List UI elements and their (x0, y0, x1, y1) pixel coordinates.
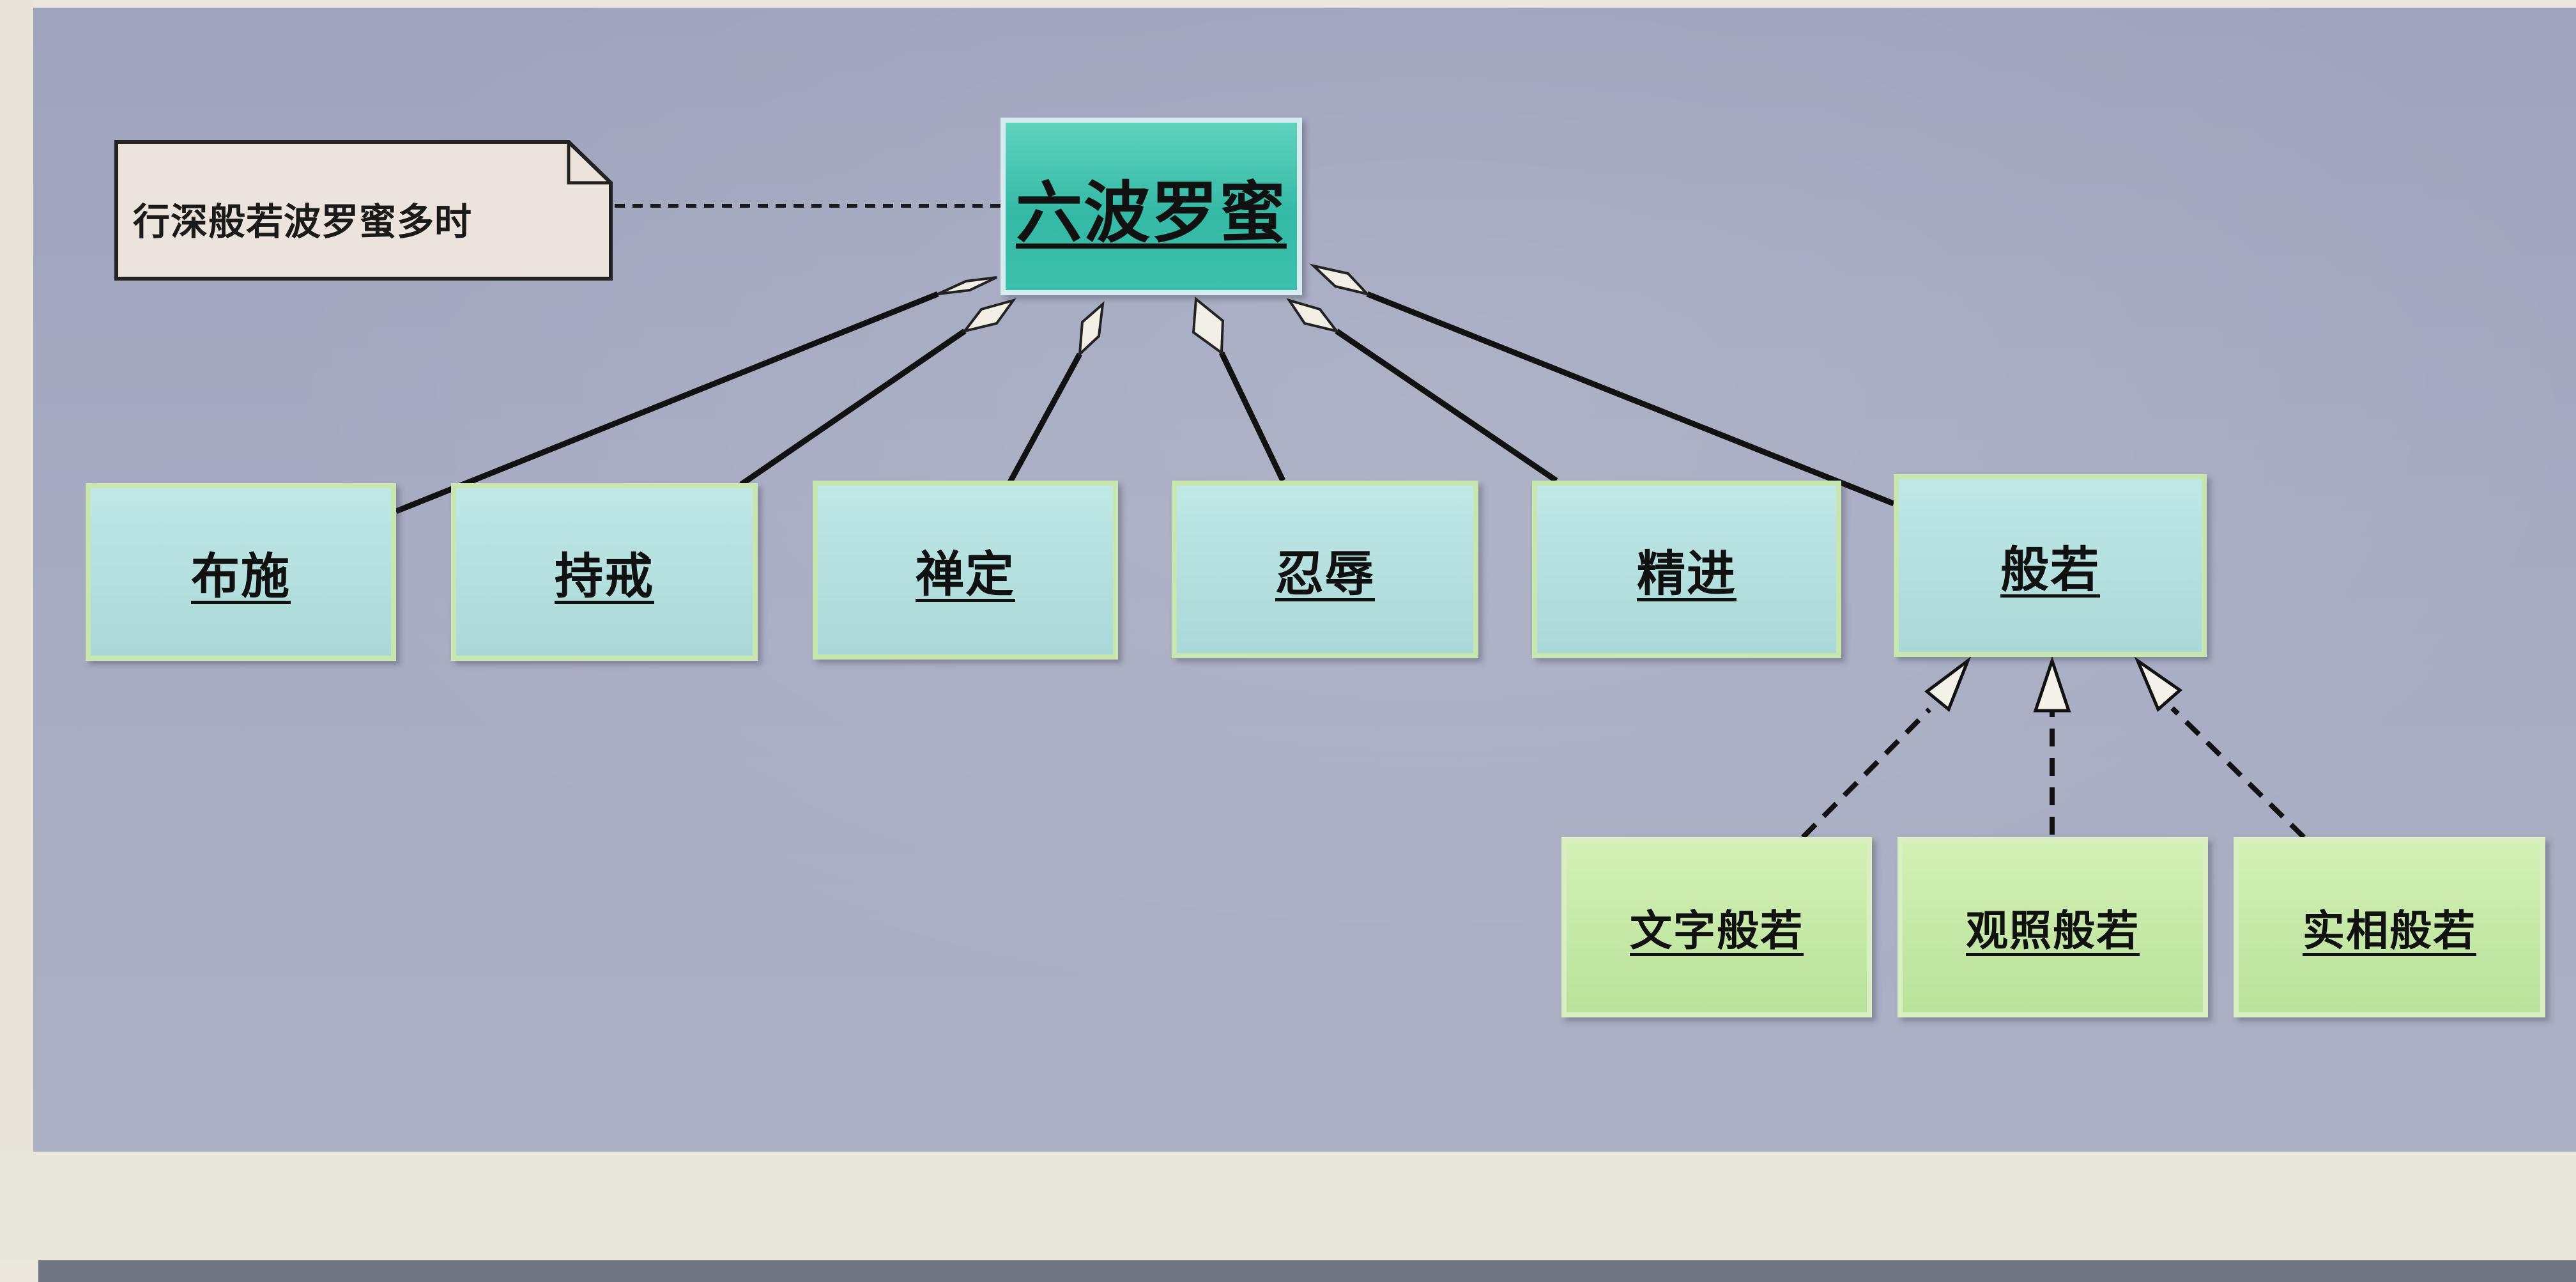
aggregation-chijie (739, 298, 1016, 487)
node-chijie[interactable]: 持戒 (451, 483, 758, 661)
node-shixiang-bore[interactable]: 实相般若 (2234, 837, 2545, 1017)
note-box: 行深般若波罗蜜多时 (114, 139, 613, 281)
aggregation-chanding (1007, 301, 1105, 485)
node-label: 般若 (2000, 541, 2100, 598)
node-label: 忍辱 (1275, 545, 1375, 602)
note-text: 行深般若波罗蜜多时 (133, 200, 473, 243)
photo-bottom-margin (0, 1152, 2576, 1260)
node-jingjin[interactable]: 精进 (1532, 481, 1841, 658)
aggregation-jingjin (1286, 298, 1558, 483)
node-wenzi-bore[interactable]: 文字般若 (1561, 837, 1872, 1017)
screen-bottom-bezel (38, 1260, 2576, 1282)
photo-left-margin (0, 0, 33, 1152)
realization-guanzhao (2033, 656, 2071, 835)
node-bore[interactable]: 般若 (1894, 474, 2207, 657)
aggregation-bushi (395, 276, 997, 514)
node-chanding[interactable]: 禅定 (813, 481, 1118, 660)
aggregation-bore (1309, 263, 1895, 507)
node-label: 精进 (1637, 545, 1736, 602)
aggregation-renru (1192, 297, 1286, 482)
node-label: 布施 (191, 548, 291, 605)
root-node[interactable]: 六波罗蜜 (1000, 118, 1302, 295)
realization-wenzi (1801, 656, 1972, 839)
note-shape (114, 140, 613, 281)
node-label: 持戒 (555, 548, 654, 605)
node-label: 禅定 (916, 546, 1015, 603)
node-guanzhao-bore[interactable]: 观照般若 (1897, 837, 2208, 1017)
node-bushi[interactable]: 布施 (86, 483, 396, 661)
node-renru[interactable]: 忍辱 (1172, 481, 1478, 658)
node-label: 观照般若 (1966, 906, 2140, 955)
node-label: 文字般若 (1630, 906, 1804, 955)
root-label: 六波罗蜜 (1015, 173, 1287, 252)
realization-shixiang (2134, 656, 2306, 839)
node-label: 实相般若 (2303, 906, 2476, 955)
